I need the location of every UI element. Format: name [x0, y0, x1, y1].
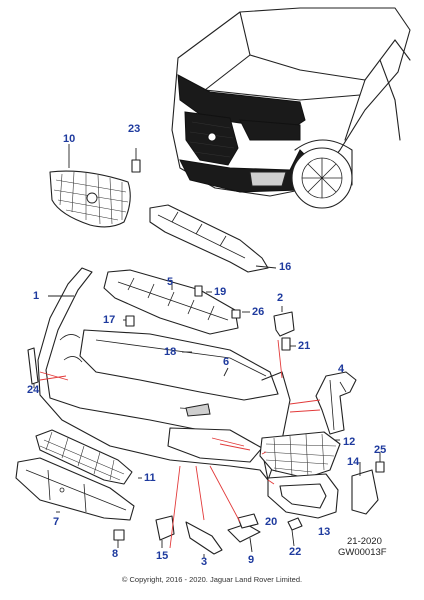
callout-24: 24: [27, 384, 40, 396]
lower-mesh-panel: [35, 429, 133, 485]
callout-3: 3: [201, 556, 208, 568]
undershield: [15, 457, 135, 521]
callout-8: 8: [112, 548, 119, 560]
callout-23: 23: [128, 123, 141, 135]
copyright-notice: © Copyright, 2016 - 2020. Jaguar Land Ro…: [121, 575, 303, 584]
vehicle-illustration: [171, 7, 411, 209]
leader-lines: [33, 144, 381, 558]
callout-1: 1: [33, 290, 40, 302]
callout-11: 11: [144, 472, 156, 484]
side-trim: [27, 347, 39, 385]
reference-date: 21-2020: [347, 536, 382, 547]
callout-5: 5: [167, 276, 174, 288]
reference-code: GW00013F: [338, 547, 387, 558]
lower-grille-surround: [267, 473, 339, 519]
callout-10: 10: [63, 133, 76, 145]
upper-bracket: [149, 204, 269, 273]
highlight-leaders: [39, 339, 321, 549]
callout-13: 13: [318, 526, 331, 538]
lower-grille-insert: [259, 431, 341, 479]
lower-fixings: [113, 513, 303, 555]
callout-2: 2: [277, 292, 284, 304]
callout-17: 17: [103, 314, 116, 326]
callout-12: 12: [343, 436, 356, 448]
callout-4: 4: [338, 363, 345, 375]
callout-21: 21: [298, 340, 311, 352]
callout-18: 18: [164, 346, 177, 358]
callout-6: 6: [223, 356, 230, 368]
callout-25: 25: [374, 444, 387, 456]
callout-7: 7: [53, 516, 60, 528]
radiator-grille: [49, 170, 131, 228]
callout-14: 14: [347, 456, 360, 468]
callout-22: 22: [289, 546, 302, 558]
front-bumper-cover: [37, 267, 291, 481]
undertray-panel: [103, 269, 239, 335]
fog-lamp-trim: [351, 461, 385, 515]
grille-clip: [131, 148, 141, 173]
callout-26: 26: [252, 306, 265, 318]
side-bracket: [315, 371, 357, 435]
callout-9: 9: [248, 554, 255, 566]
callout-19: 19: [214, 286, 227, 298]
callout-16: 16: [279, 261, 292, 273]
callout-20: 20: [265, 516, 278, 528]
callout-15: 15: [156, 550, 169, 562]
